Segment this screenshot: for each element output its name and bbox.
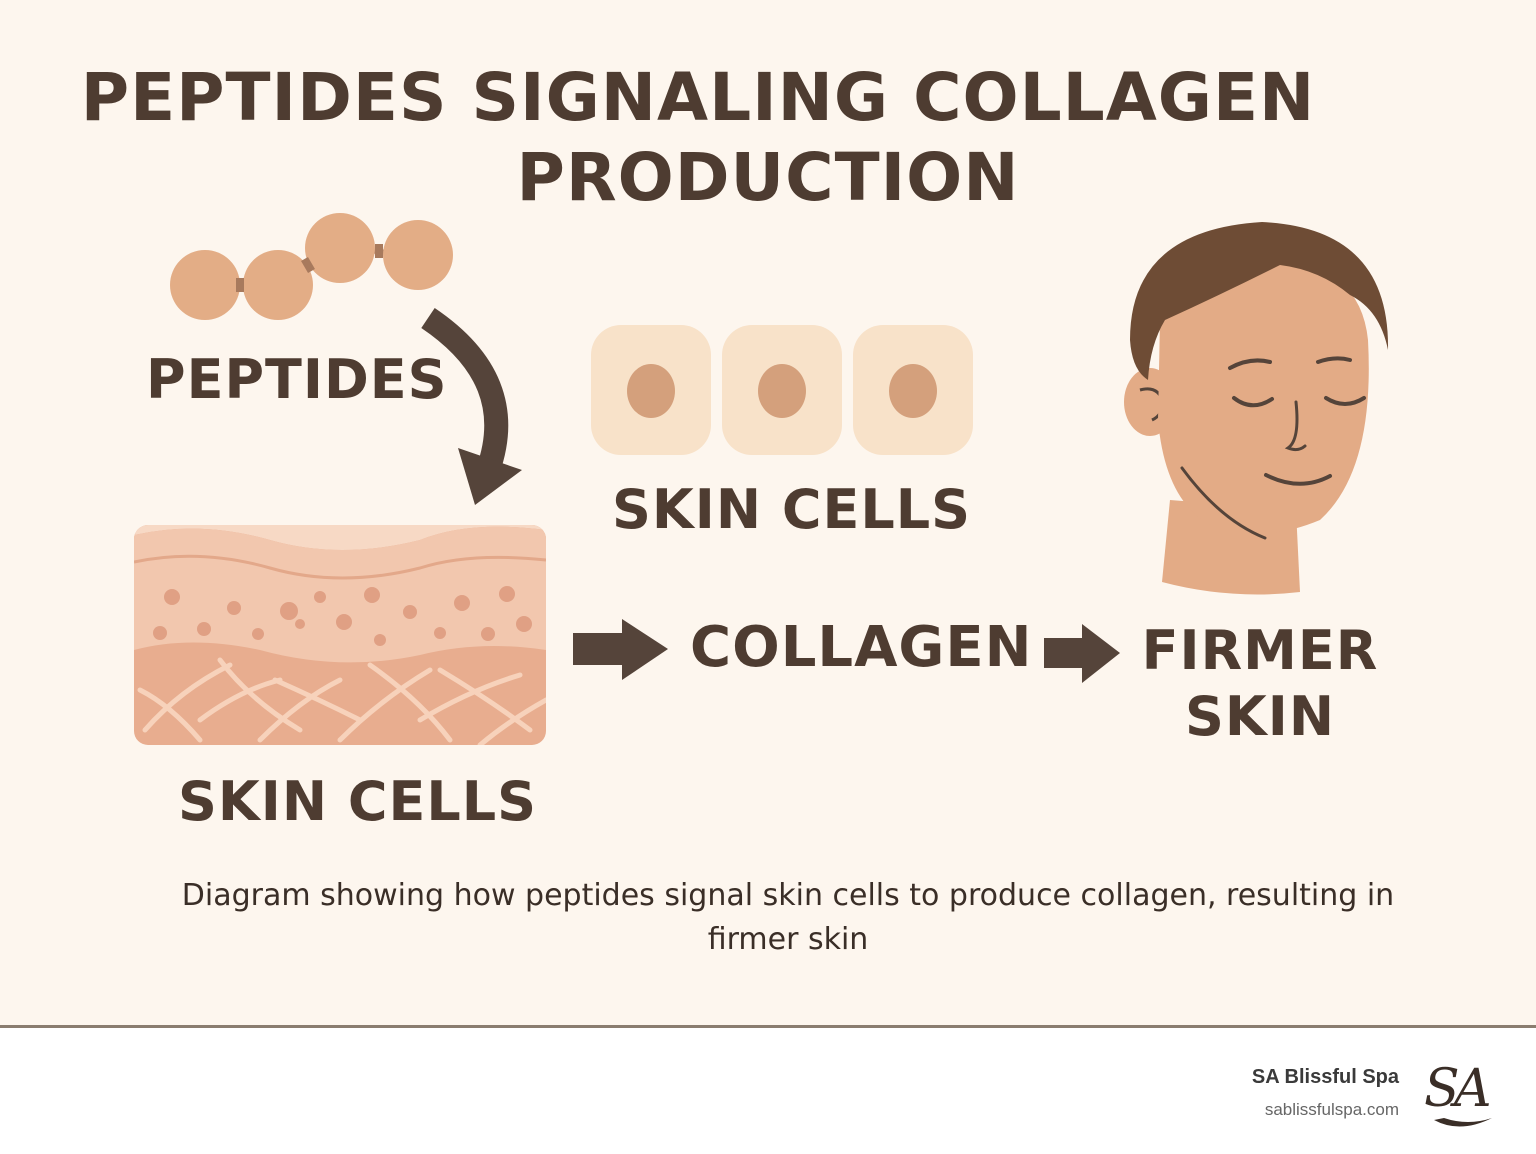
skin-cells-label-top: SKIN CELLS xyxy=(612,478,972,541)
svg-text:A: A xyxy=(1450,1059,1492,1119)
right-arrow-icon xyxy=(573,619,668,680)
title-line-2: PRODUCTION xyxy=(516,139,1020,216)
diagram-canvas: PEPTIDES SIGNALING COLLAGEN PRODUCTION xyxy=(0,58,1536,957)
footer: SA Blissful Spa sablissfulspa.com S A xyxy=(0,1025,1536,1154)
diagram-caption: Diagram showing how peptides signal skin… xyxy=(181,878,1395,957)
svg-text:S: S xyxy=(1424,1059,1460,1119)
face-icon xyxy=(1124,222,1389,595)
sa-logo-icon: S A xyxy=(1424,1059,1492,1127)
right-arrow-icon xyxy=(1044,624,1120,683)
curved-arrow-icon xyxy=(421,308,522,505)
firmer-skin-label: FIRMER SKIN xyxy=(1120,618,1400,750)
diagram-art xyxy=(134,213,1389,745)
brand-name: SA Blissful Spa xyxy=(1251,1066,1399,1088)
firmer-skin-line-2: SKIN xyxy=(1184,685,1336,748)
title-line-1: PEPTIDES SIGNALING COLLAGEN xyxy=(80,59,1316,136)
skin-cells-label-bottom: SKIN CELLS xyxy=(178,770,538,833)
page-title: PEPTIDES SIGNALING COLLAGEN PRODUCTION xyxy=(0,58,1536,218)
peptides-label: PEPTIDES xyxy=(146,348,448,411)
peptide-chain-icon xyxy=(170,213,453,320)
firmer-skin-line-1: FIRMER xyxy=(1141,619,1379,682)
collagen-label: COLLAGEN xyxy=(690,615,1033,680)
skin-layer-icon xyxy=(134,525,546,745)
brand-url[interactable]: sablissfulspa.com xyxy=(1264,1100,1399,1119)
skin-cell-icon xyxy=(591,325,973,455)
